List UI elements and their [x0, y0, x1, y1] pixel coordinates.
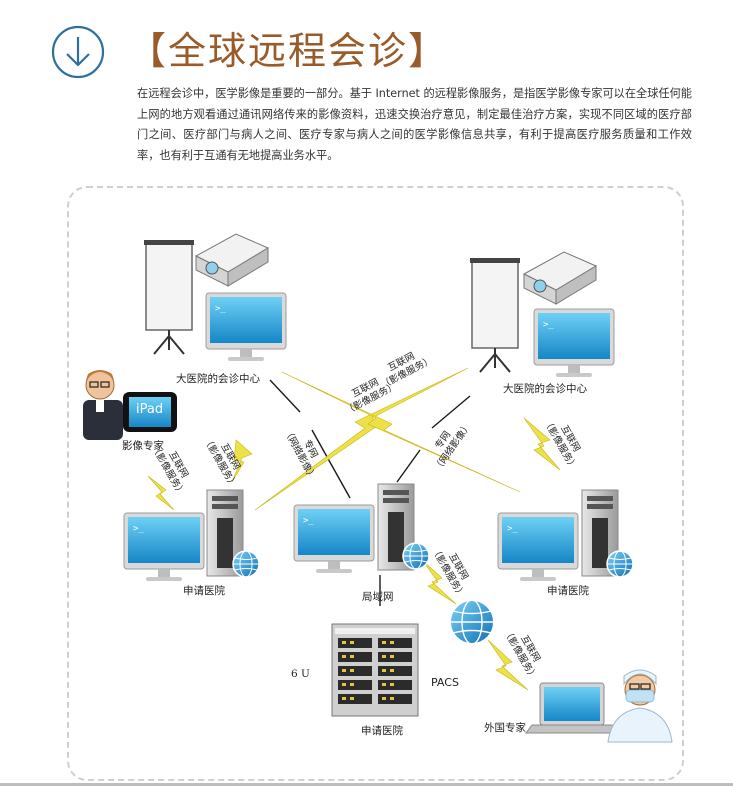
foreign-expert-label: 外国专家 [484, 722, 526, 734]
laptop-device [525, 682, 619, 734]
consult-center-left-label: 大医院的会诊中心 [176, 373, 260, 385]
ipad-label: iPad [136, 402, 164, 417]
intro-paragraph: 在远程会诊中，医学影像是重要的一部分。基于 Internet 的远程影像服务，是… [137, 87, 692, 162]
apply-hospital-right-label: 申请医院 [547, 585, 589, 597]
download-circle-icon [51, 25, 105, 79]
pacs-server-rack [331, 623, 419, 717]
page-title: 【全球远程会诊】 [128, 29, 449, 73]
diagram-frame [67, 186, 684, 781]
image-expert-avatar [83, 370, 123, 440]
rack-units-label: 6 U [291, 668, 310, 680]
pacs-label: PACS [431, 676, 459, 689]
image-expert-label: 影像专家 [122, 440, 164, 452]
footer-divider [0, 783, 733, 786]
internet-globe [449, 599, 495, 645]
apply-hospital-bottom-label: 申请医院 [361, 725, 403, 737]
lan-label: 局域网 [362, 591, 394, 603]
ipad-device [123, 392, 177, 432]
foreign-expert-avatar [607, 669, 673, 743]
apply-hospital-left-label: 申请医院 [183, 585, 225, 597]
consult-center-right-label: 大医院的会诊中心 [503, 383, 587, 395]
